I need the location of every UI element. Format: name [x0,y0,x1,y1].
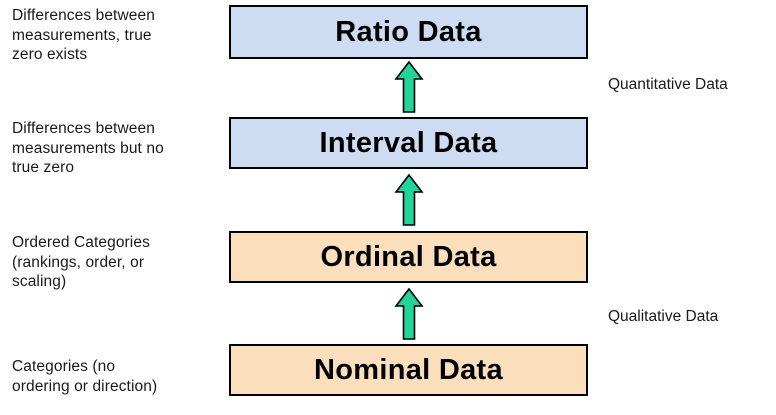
level-box-nominal: Nominal Data [229,344,588,396]
group-label-quantitative: Quantitative Data [608,76,728,93]
description-ratio: Differences between measurements, true z… [12,7,155,63]
description-interval: Differences between measurements but no … [12,120,164,176]
group-label-qualitative: Qualitative Data [608,308,719,325]
description-ordinal: Ordered Categories (rankings, order, or … [12,234,150,290]
level-box-interval: Interval Data [229,117,588,169]
arrow-up-interval-to-ratio-icon [393,60,425,114]
arrow-up-ordinal-to-interval-icon [393,173,425,227]
description-nominal: Categories (no ordering or direction) [12,358,158,395]
level-box-ordinal: Ordinal Data [229,231,588,283]
arrow-up-nominal-to-ordinal-icon [393,287,425,341]
level-box-ratio: Ratio Data [229,5,588,59]
